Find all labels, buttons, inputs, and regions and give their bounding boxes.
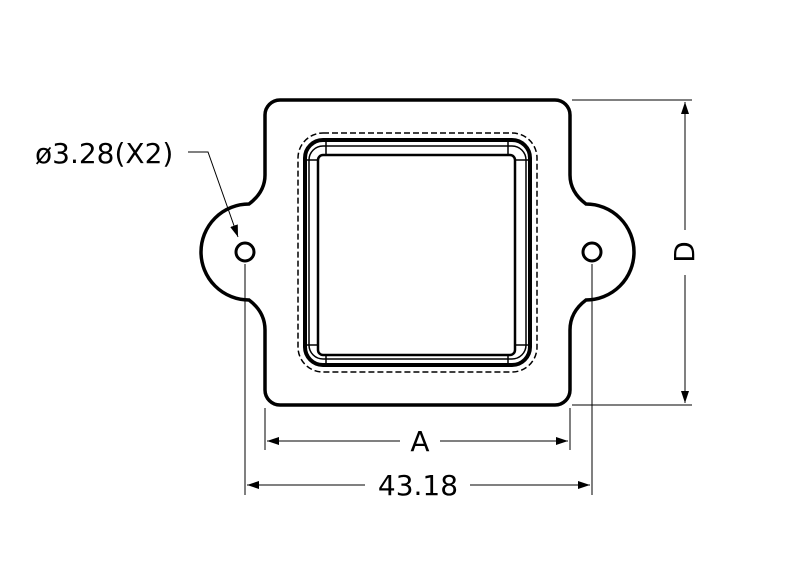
- dimension-a: [264, 408, 571, 450]
- dimension-a-label: A: [410, 425, 429, 458]
- dimension-hole-spacing: [244, 264, 593, 495]
- flange-outline: [199, 98, 636, 407]
- dimension-d-label: D: [668, 241, 701, 263]
- hole-callout-label: ø3.28(X2): [35, 137, 173, 170]
- corner-lines: [305, 140, 530, 365]
- window-opening: [316, 153, 517, 357]
- window-outer-edge: [303, 138, 532, 367]
- dimension-hole-spacing-label: 43.18: [378, 469, 458, 502]
- mounting-hole-right: [581, 241, 603, 263]
- window-mid-edge: [308, 145, 527, 360]
- hole-callout-leader: [188, 151, 239, 238]
- mounting-hole-left: [234, 241, 256, 263]
- hidden-outline: [297, 132, 538, 373]
